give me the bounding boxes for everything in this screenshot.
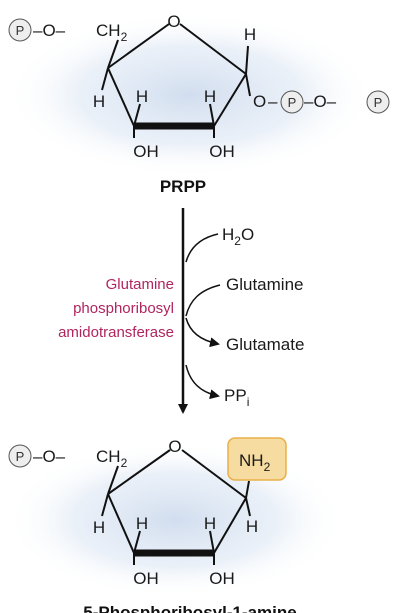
amino-group-label: NH2 [239, 451, 271, 474]
c5-c4-bond [107, 465, 119, 495]
c1-oxygen: O [253, 92, 266, 111]
c4-h-bond [101, 67, 109, 91]
c4-h-bond [101, 493, 109, 517]
c4-c3-bond [107, 67, 135, 127]
phosphate-symbol: P [16, 449, 25, 464]
c2-h-bond [209, 103, 215, 127]
water-label: H2O [222, 225, 254, 248]
h2o-input-curve [185, 233, 219, 263]
phosphate-group-5prime: P [8, 444, 32, 468]
phosphate-symbol: P [288, 95, 297, 110]
phosphoribosylamine-molecule: P –O– CH2 O NH2 H H H H OH OH 5-Phosphor… [5, 437, 345, 613]
o-c1-bond [181, 449, 247, 499]
enzyme-name-line-2: phosphoribosyl [73, 300, 174, 317]
prpp-glow [5, 13, 375, 177]
ch2-label: CH2 [96, 447, 128, 470]
c3-hydroxyl: OH [133, 569, 159, 588]
c1-dash: – [268, 92, 278, 111]
glutamate-label: Glutamate [226, 335, 304, 354]
c1-n-bond [245, 480, 250, 499]
c2-hydrogen: H [204, 87, 216, 106]
c4-hydrogen: H [93, 518, 105, 537]
phosphate-group-5prime: P [8, 18, 32, 42]
c1-o-bond [245, 73, 251, 97]
product-title: 5-Phosphoribosyl-1-amine [83, 603, 296, 613]
glutamate-output-curve [185, 317, 220, 348]
phosphate-group-1-alpha: P [280, 90, 304, 114]
enzyme-name-line-1: Glutamine [106, 276, 174, 293]
c1-h-bond [245, 497, 251, 517]
o-c1-bond [179, 23, 247, 75]
c1-hydrogen: H [244, 25, 256, 44]
c1-hydrogen: H [246, 517, 258, 536]
c3-hydroxyl: OH [133, 142, 159, 161]
enzyme-name-line-3: amidotransferase [58, 324, 174, 341]
c4-o-bond [107, 449, 171, 495]
product-glow [5, 442, 345, 598]
pyrophosphate-linkage: –O– [304, 92, 337, 111]
ring-oxygen: O [167, 12, 180, 31]
glutamine-input-curve [185, 284, 221, 317]
c2-c1-bond [213, 73, 247, 127]
ppi-output-curve [185, 364, 220, 400]
ring-oxygen: O [168, 437, 181, 456]
ch2-label: CH2 [96, 21, 128, 44]
c3-h-bond [133, 530, 141, 554]
c4-c3-bond [107, 493, 135, 554]
pyrophosphate-label: PPi [224, 386, 249, 409]
glutamine-label: Glutamine [226, 275, 303, 294]
c2-hydroxyl: OH [209, 142, 235, 161]
prpp-molecule: P –O– CH2 O H O – P –O– P H H H [5, 12, 390, 196]
reaction-step: H2O Glutamine Glutamate PPi Glutamine ph… [58, 208, 304, 414]
c2-hydroxyl: OH [209, 569, 235, 588]
amino-group-highlight: NH2 [227, 437, 287, 481]
c5-c4-bond [107, 39, 119, 69]
c2-c1-bond [213, 497, 247, 554]
c3-h-bond [133, 103, 141, 127]
c1-h-bond [245, 45, 249, 75]
phosphate-group-1-beta: P [366, 90, 390, 114]
c2-h-bond [209, 530, 215, 554]
prpp-title: PRPP [160, 177, 206, 196]
c3-hydrogen: H [136, 87, 148, 106]
ester-linkage-text: –O– [33, 447, 66, 466]
c3-hydrogen: H [136, 514, 148, 533]
c4-hydrogen: H [93, 92, 105, 111]
phosphate-symbol: P [374, 95, 383, 110]
ester-linkage-text: –O– [33, 21, 66, 40]
c4-o-bond [107, 23, 170, 69]
phosphate-symbol: P [16, 23, 25, 38]
c2-hydrogen: H [204, 514, 216, 533]
